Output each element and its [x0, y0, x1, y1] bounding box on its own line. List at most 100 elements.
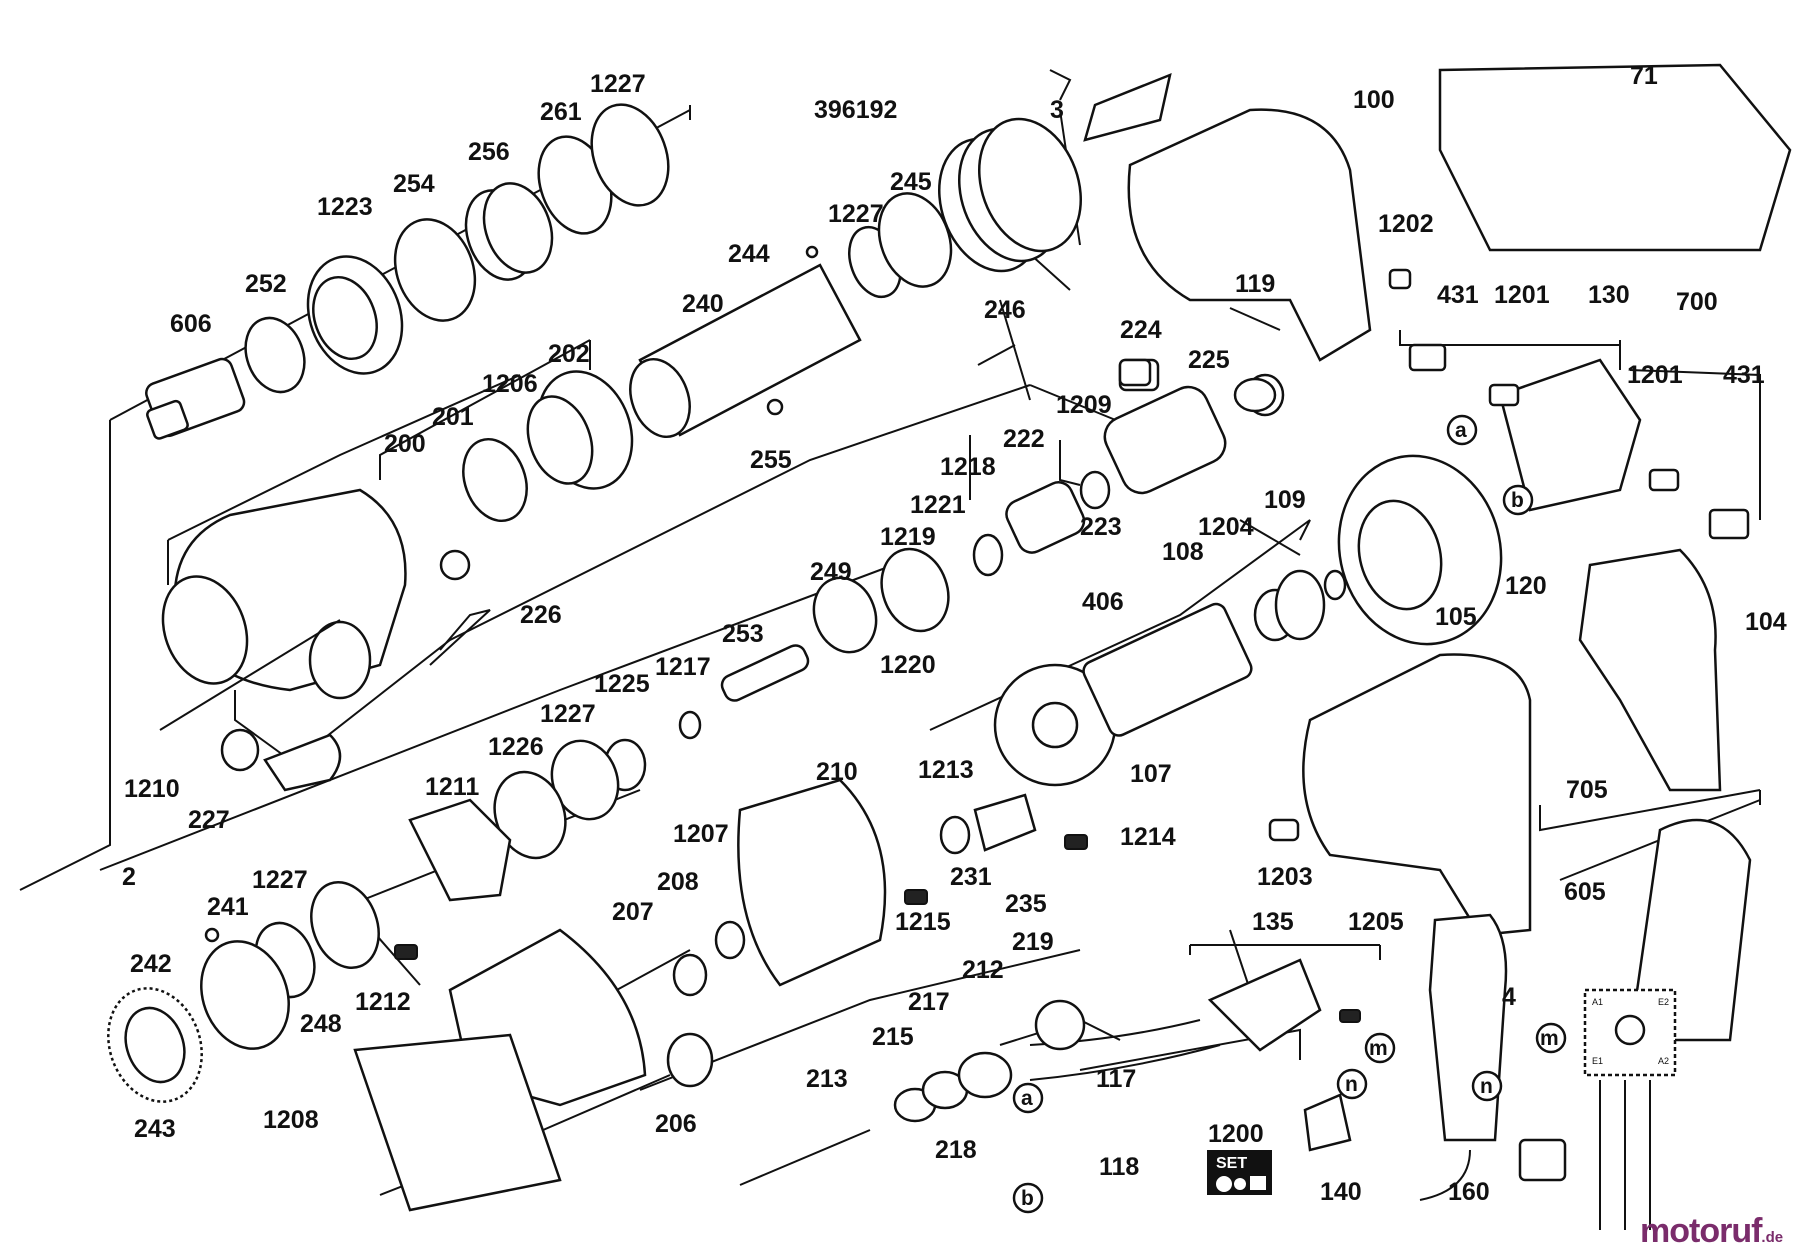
callout-b-bottom: b: [1021, 1187, 1034, 1210]
part-number-253: 253: [722, 620, 764, 648]
part-number-71: 71: [1630, 62, 1658, 90]
part-number-118: 118: [1099, 1153, 1139, 1181]
part-number-244: 244: [728, 240, 770, 268]
watermark-text: motoruf: [1640, 1212, 1762, 1249]
part-number-1200: 1200: [1208, 1120, 1264, 1148]
part-number-225: 225: [1188, 346, 1230, 374]
part-number-222: 222: [1003, 425, 1045, 453]
part-number-210: 210: [816, 758, 858, 786]
part-number-1219: 1219: [880, 523, 936, 551]
watermark-tld: .de: [1761, 1229, 1784, 1246]
part-number-1208: 1208: [263, 1106, 319, 1134]
part-number-227: 227: [188, 806, 230, 834]
part-number-235: 235: [1005, 890, 1047, 918]
part-number-130: 130: [1588, 281, 1630, 309]
part-number-117: 117: [1096, 1065, 1136, 1093]
part-number-208: 208: [657, 868, 699, 896]
part-number-261: 261: [540, 98, 582, 126]
part-number-219: 219: [1012, 928, 1054, 956]
part-number-206: 206: [655, 1110, 697, 1138]
part-number-1211: 1211: [425, 773, 479, 801]
part-number-700: 700: [1676, 288, 1718, 316]
part-number-1227-a: 1227: [590, 70, 646, 98]
part-number-1225: 1225: [594, 670, 650, 698]
part-number-3: 3: [1050, 96, 1064, 124]
part-number-1227-c: 1227: [540, 700, 596, 728]
part-number-135: 135: [1252, 908, 1294, 936]
part-number-406: 406: [1082, 588, 1124, 616]
part-number-1209: 1209: [1056, 391, 1112, 419]
part-number-1206: 1206: [482, 370, 538, 398]
part-number-104: 104: [1745, 608, 1787, 636]
part-number-1207: 1207: [673, 820, 729, 848]
part-number-245: 245: [890, 168, 932, 196]
part-number-120: 120: [1505, 572, 1547, 600]
part-number-212: 212: [962, 956, 1004, 984]
part-number-226: 226: [520, 601, 562, 629]
part-number-140: 140: [1320, 1178, 1362, 1206]
part-number-1223: 1223: [317, 193, 373, 221]
part-number-108: 108: [1162, 538, 1204, 566]
part-number-202: 202: [548, 340, 590, 368]
part-number-213: 213: [806, 1065, 848, 1093]
watermark: motoruf.de: [1640, 1212, 1783, 1249]
part-number-1202: 1202: [1378, 210, 1434, 238]
part-number-1218: 1218: [940, 453, 996, 481]
callout-n-switch: n: [1345, 1073, 1358, 1096]
part-number-1227-b: 1227: [828, 200, 884, 228]
callout-m-cable: m: [1540, 1027, 1559, 1050]
part-number-201: 201: [432, 403, 474, 431]
set-badge: SET: [1207, 1150, 1272, 1195]
part-number-249: 249: [810, 558, 852, 586]
part-number-1201-right: 1201: [1627, 361, 1683, 389]
part-number-160: 160: [1448, 1178, 1490, 1206]
part-number-1210: 1210: [124, 775, 180, 803]
part-number-105: 105: [1435, 603, 1477, 631]
part-number-1214: 1214: [1120, 823, 1176, 851]
part-number-246: 246: [984, 296, 1026, 324]
part-number-1221: 1221: [910, 491, 966, 519]
part-number-2: 2: [122, 863, 136, 891]
part-number-107: 107: [1130, 760, 1172, 788]
part-number-1217: 1217: [655, 653, 711, 681]
callout-b-top: b: [1511, 489, 1524, 512]
part-number-1204: 1204: [1198, 513, 1254, 541]
part-number-100: 100: [1353, 86, 1395, 114]
terminal-e1: E1: [1592, 1056, 1603, 1066]
part-number-1205: 1205: [1348, 908, 1404, 936]
part-number-243: 243: [134, 1115, 176, 1143]
part-number-241: 241: [207, 893, 249, 921]
part-number-217: 217: [908, 988, 950, 1016]
part-number-431-right: 431: [1723, 361, 1765, 389]
part-number-254: 254: [393, 170, 435, 198]
part-labels: 396192 2 3 4 71 100 104 105 107 108 109 …: [122, 62, 1787, 1206]
drawing-number: 396192: [814, 96, 897, 124]
terminal-e2: E2: [1658, 997, 1669, 1007]
part-number-1227-d: 1227: [252, 866, 308, 894]
part-number-1203: 1203: [1257, 863, 1313, 891]
letter-callouts: a b a b m n m n: [1012, 414, 1567, 1214]
part-number-1220: 1220: [880, 651, 936, 679]
part-number-200: 200: [384, 430, 426, 458]
part-number-431-left: 431: [1437, 281, 1479, 309]
part-number-109: 109: [1264, 486, 1306, 514]
callout-a-top: a: [1455, 419, 1467, 442]
part-number-1212: 1212: [355, 988, 411, 1016]
part-number-231: 231: [950, 863, 992, 891]
part-number-240: 240: [682, 290, 724, 318]
part-number-1213: 1213: [918, 756, 974, 784]
part-number-705: 705: [1566, 776, 1608, 804]
part-number-224: 224: [1120, 316, 1162, 344]
part-number-248: 248: [300, 1010, 342, 1038]
part-number-256: 256: [468, 138, 510, 166]
callout-a-bottom: a: [1021, 1087, 1033, 1110]
part-number-4: 4: [1502, 983, 1516, 1011]
callout-n-cable: n: [1480, 1075, 1493, 1098]
callout-m-switch: m: [1369, 1037, 1388, 1060]
part-number-119: 119: [1235, 270, 1275, 298]
terminal-a1: A1: [1592, 997, 1603, 1007]
part-number-606: 606: [170, 310, 212, 338]
part-shapes: [107, 63, 1792, 1230]
part-number-255: 255: [750, 446, 792, 474]
